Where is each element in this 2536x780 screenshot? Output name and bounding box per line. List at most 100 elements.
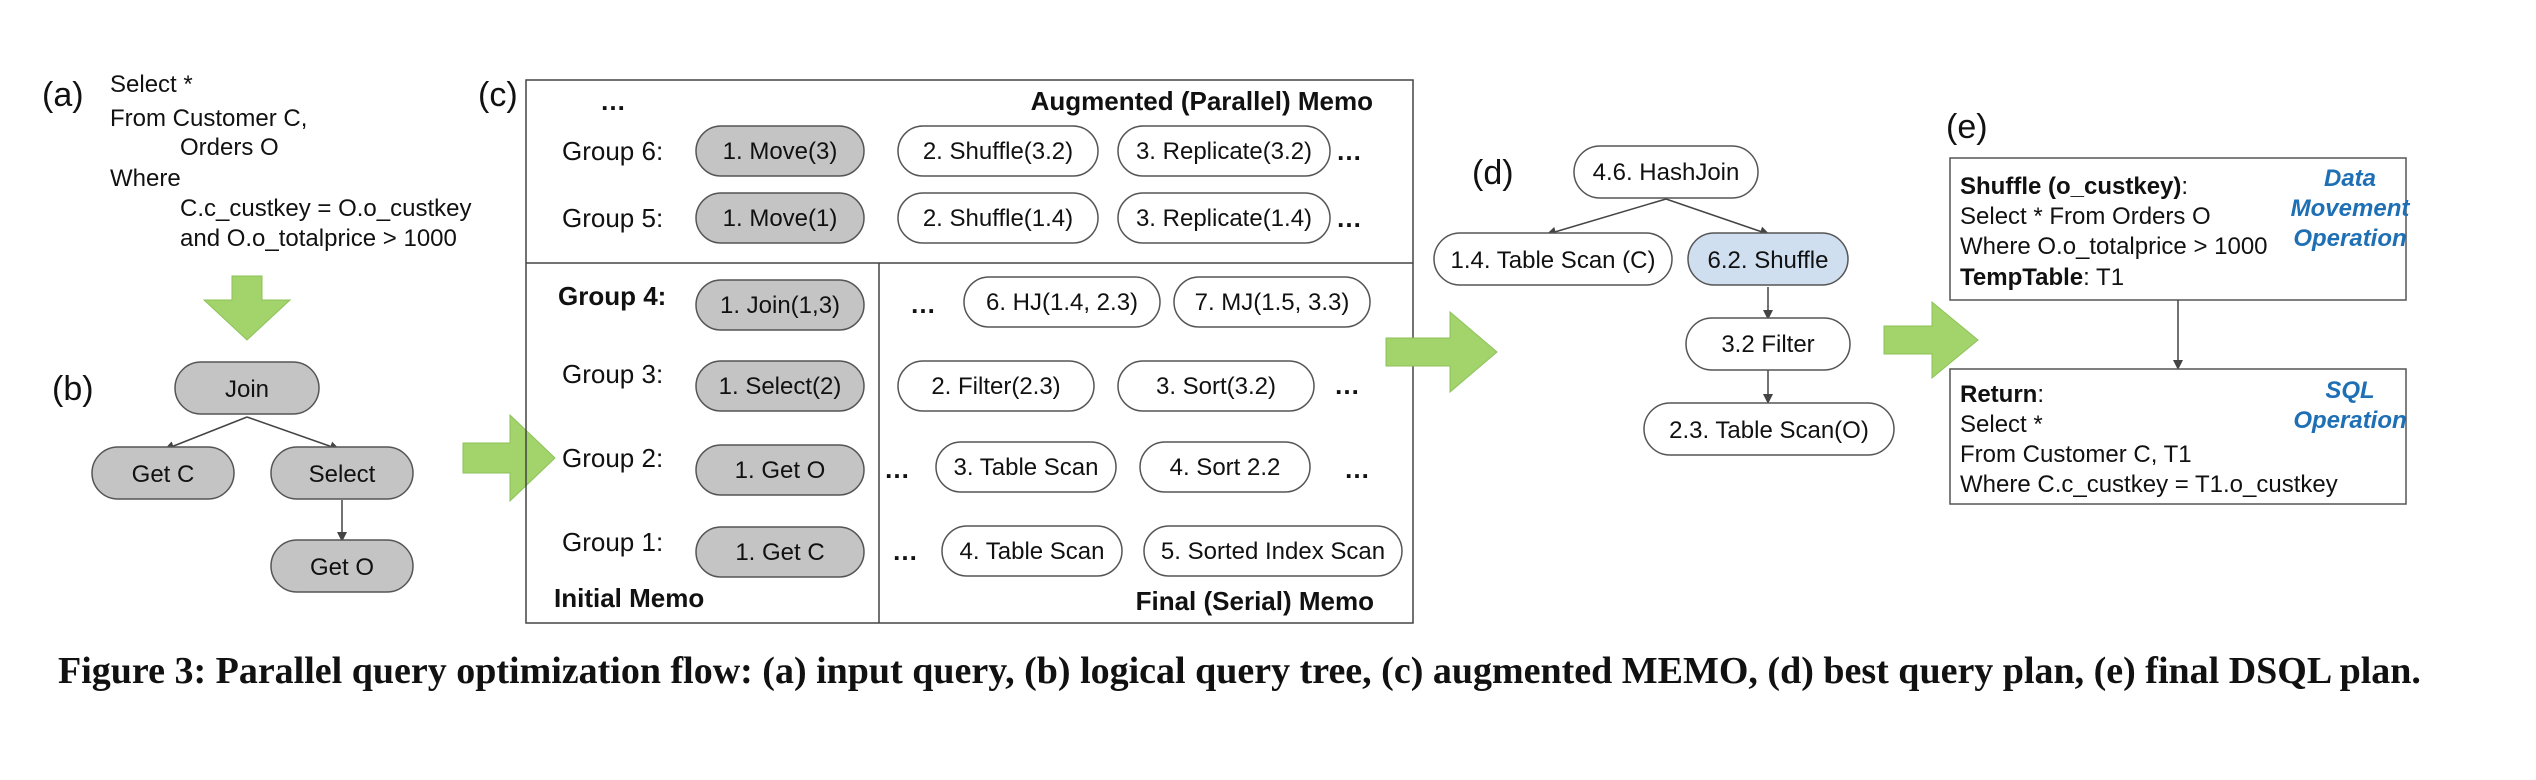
group1-item-2: [941, 525, 1123, 577]
panel-a-label: (a): [42, 76, 84, 114]
group3-item-1-label: 1. Select(2): [719, 373, 842, 400]
dsql-shuffle-line-1: Select * From Orders O: [1960, 203, 2211, 230]
tree-node-get-c: [91, 446, 235, 500]
tree-node-join: [174, 361, 320, 415]
query-line-4: Where: [110, 165, 181, 192]
dsql-shuffle-colon: :: [2181, 173, 2188, 200]
dsql-data-movement-box: [1949, 157, 2407, 301]
tree-edge-join-getc: [164, 416, 248, 451]
dsql-return-line-3: Where C.c_custkey = T1.o_custkey: [1960, 471, 2338, 498]
dsql-return-head: Return: [1960, 381, 2037, 408]
query-line-3: Orders O: [180, 134, 279, 161]
tree-node-select: [270, 446, 414, 500]
tree-node-join-label: Join: [225, 376, 269, 403]
panel-d-best-plan: (d) 4.6. HashJoin 1.4. Table Scan (C) 6.…: [1433, 145, 1895, 456]
group5-item-3: [1117, 192, 1331, 244]
dsql-return-line-2: From Customer C, T1: [1960, 441, 2192, 468]
plan-node-filter-label: 3.2 Filter: [1721, 331, 1814, 358]
panel-c-memo: (c) … Augmented (Parallel) Memo Group 6:…: [478, 76, 1414, 624]
plan-node-table-scan-o-label: 2.3. Table Scan(O): [1669, 417, 1869, 444]
initial-memo-title: Initial Memo: [554, 583, 704, 613]
group4-item-1: [695, 279, 865, 331]
dsql-temptable-head: TempTable: [1960, 264, 2083, 291]
tree-node-select-label: Select: [309, 461, 376, 488]
group3-item-3-label: 3. Sort(3.2): [1156, 373, 1276, 400]
dsql-shuffle-line: Shuffle (o_custkey):: [1960, 173, 2188, 200]
tree-node-get-o: [270, 539, 414, 593]
group3-item-2: [897, 360, 1095, 412]
group2-label: Group 2:: [562, 443, 663, 473]
figure-caption: Figure 3: Parallel query optimization fl…: [58, 650, 2421, 692]
group1-label: Group 1:: [562, 527, 663, 557]
group3-item-3: [1117, 360, 1315, 412]
group1-item-1: [695, 526, 865, 578]
group6-item-1: [695, 125, 865, 177]
dm-label-line-2: Movement: [2291, 195, 2411, 222]
dm-label-line-3: Operation: [2293, 225, 2406, 252]
dsql-sql-box: [1949, 368, 2407, 505]
dsql-shuffle-line-2: Where O.o_totalprice > 1000: [1960, 233, 2268, 260]
group4-item-3: [1173, 276, 1371, 328]
group2-item-2: [935, 441, 1117, 493]
group6-item-3: [1117, 125, 1331, 177]
tree-node-get-o-label: Get O: [310, 554, 374, 581]
flow-arrow-b-to-c: [462, 413, 556, 503]
plan-edge-hashjoin-shuffle: [1665, 198, 1770, 237]
group6-item-3-label: 3. Replicate(3.2): [1136, 138, 1312, 165]
flow-arrow-d-to-e: [1883, 300, 1979, 380]
query-line-1: Select *: [110, 71, 193, 98]
sql-label-line-2: Operation: [2293, 407, 2406, 434]
plan-node-table-scan-c-label: 1.4. Table Scan (C): [1451, 247, 1656, 274]
group2-item-3: [1139, 441, 1311, 493]
group1-item-2-label: 4. Table Scan: [960, 538, 1105, 565]
group4-leading-ellipsis: …: [910, 289, 936, 319]
group5-trailing-ellipsis: …: [1336, 203, 1362, 233]
group3-item-1: [695, 360, 865, 412]
group5-item-3-label: 3. Replicate(1.4): [1136, 205, 1312, 232]
dsql-return-colon: :: [2037, 381, 2044, 408]
dsql-return-line: Return:: [1960, 381, 2044, 408]
query-line-5: C.c_custkey = O.o_custkey: [180, 195, 471, 222]
group6-label: Group 6:: [562, 136, 663, 166]
group5-item-2-label: 2. Shuffle(1.4): [923, 205, 1073, 232]
group6-item-2: [897, 125, 1099, 177]
flow-arrow-a-to-b: [202, 275, 292, 341]
query-line-6: and O.o_totalprice > 1000: [180, 225, 457, 252]
group1-item-3: [1143, 525, 1403, 577]
sql-label-line-1: SQL: [2325, 377, 2374, 404]
panel-e-label: (e): [1946, 108, 1988, 146]
group6-item-1-label: 1. Move(3): [723, 138, 838, 165]
group4-item-3-label: 7. MJ(1.5, 3.3): [1195, 289, 1350, 316]
panel-e-dsql-plan: (e) Shuffle (o_custkey): Select * From O…: [1946, 108, 2411, 505]
tree-edge-join-select: [246, 416, 340, 452]
dsql-temptable-value: : T1: [2083, 264, 2124, 291]
group3-label: Group 3:: [562, 359, 663, 389]
plan-node-hashjoin: [1573, 145, 1759, 199]
dsql-temptable-line: TempTable: T1: [1960, 264, 2124, 291]
group5-item-2: [897, 192, 1099, 244]
plan-edge-hashjoin-scan-c: [1546, 198, 1667, 237]
panel-c-label: (c): [478, 76, 518, 114]
group6-trailing-ellipsis: …: [1336, 136, 1362, 166]
group3-trailing-ellipsis: …: [1334, 370, 1360, 400]
group1-item-3-label: 5. Sorted Index Scan: [1161, 538, 1385, 565]
group4-label: Group 4:: [558, 281, 666, 311]
group4-item-2-label: 6. HJ(1.4, 2.3): [986, 289, 1138, 316]
group4-item-2: [963, 276, 1161, 328]
dm-label-line-1: Data: [2324, 165, 2376, 192]
dsql-shuffle-head: Shuffle (o_custkey): [1960, 173, 2181, 200]
final-memo-title: Final (Serial) Memo: [1136, 586, 1374, 616]
dsql-return-line-1: Select *: [1960, 411, 2043, 438]
group1-item-1-label: 1. Get C: [735, 539, 824, 566]
group3-item-2-label: 2. Filter(2.3): [931, 373, 1060, 400]
group4-item-1-label: 1. Join(1,3): [720, 292, 840, 319]
panel-a-input-query: (a) Select * From Customer C, Orders O W…: [42, 71, 471, 252]
plan-node-table-scan-o: [1643, 402, 1895, 456]
group1-leading-ellipsis: …: [892, 536, 918, 566]
memo-top-ellipsis: …: [600, 86, 626, 116]
plan-node-filter: [1685, 317, 1851, 371]
group2-item-3-label: 4. Sort 2.2: [1170, 454, 1281, 481]
query-line-2: From Customer C,: [110, 105, 307, 132]
plan-node-shuffle-label: 6.2. Shuffle: [1708, 247, 1829, 274]
group2-item-1-label: 1. Get O: [735, 457, 826, 484]
